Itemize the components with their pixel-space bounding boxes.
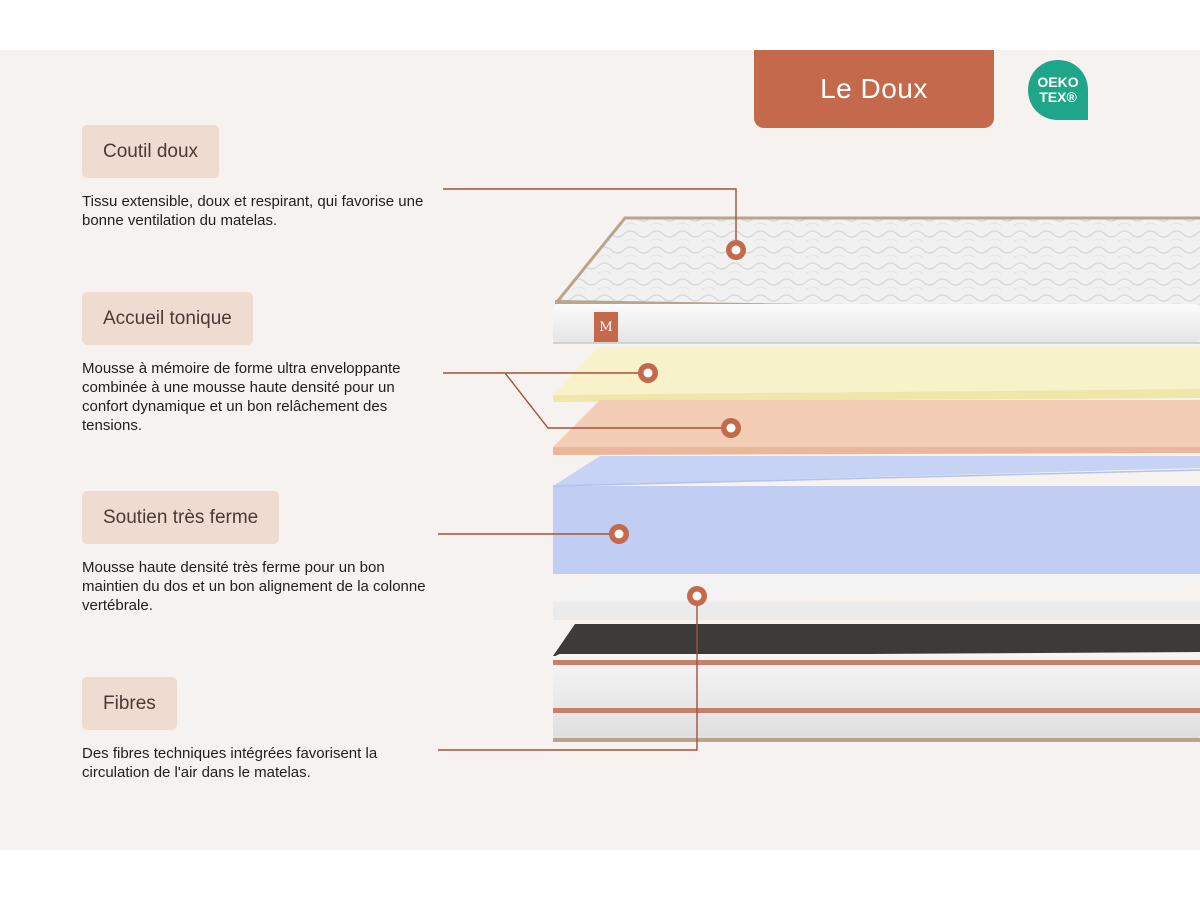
- marker-soutien: [609, 524, 629, 544]
- layer-description-fibres: Des fibres techniques intégrées favorise…: [82, 745, 378, 781]
- layer-title-accueil: Accueil tonique: [82, 292, 253, 345]
- mattress-exploded-view: [438, 188, 1200, 751]
- callout-line-coutil: [443, 188, 737, 250]
- layer-description-soutien: Mousse haute densité très ferme pour un …: [82, 559, 426, 614]
- comfort-foam-layer: [553, 400, 1200, 455]
- marker-accueil-1: [638, 363, 658, 383]
- oeko-tex-certification-icon: OEKO TEX®: [1027, 59, 1089, 121]
- marker-accueil-2: [721, 418, 741, 438]
- top-cover-side: [553, 304, 1200, 344]
- mattress-layers-infographic: Le Doux OEKO TEX®: [0, 50, 1200, 850]
- layer-title-fibres: Fibres: [82, 677, 177, 730]
- callout-line-fibres: [438, 596, 698, 751]
- memory-foam-layer: [553, 347, 1200, 402]
- top-cover-layer: [553, 216, 1200, 344]
- callout-line-accueil-2: [504, 372, 731, 429]
- badge-line-1: OEKO: [1037, 74, 1079, 90]
- callout-lines: [438, 188, 737, 751]
- callout-markers: [609, 240, 746, 606]
- brand-logo-icon: M: [594, 312, 618, 342]
- layer-description-coutil: Tissu extensible, doux et respirant, qui…: [82, 193, 424, 229]
- marker-fibres: [687, 586, 707, 606]
- badge-line-2: TEX®: [1039, 89, 1077, 105]
- product-name-tab: Le Doux: [754, 50, 994, 128]
- layer-title-coutil: Coutil doux: [82, 125, 220, 178]
- support-foam-layer: [552, 456, 1200, 574]
- mattress-base: [553, 624, 1200, 742]
- fibres-layer: [553, 576, 1200, 620]
- layer-description-accueil: Mousse à mémoire de forme ultra envelopp…: [82, 360, 401, 434]
- marker-coutil: [726, 240, 746, 260]
- product-name: Le Doux: [820, 73, 928, 104]
- quilted-top-surface: [557, 218, 1200, 312]
- layer-title-soutien: Soutien très ferme: [82, 491, 280, 544]
